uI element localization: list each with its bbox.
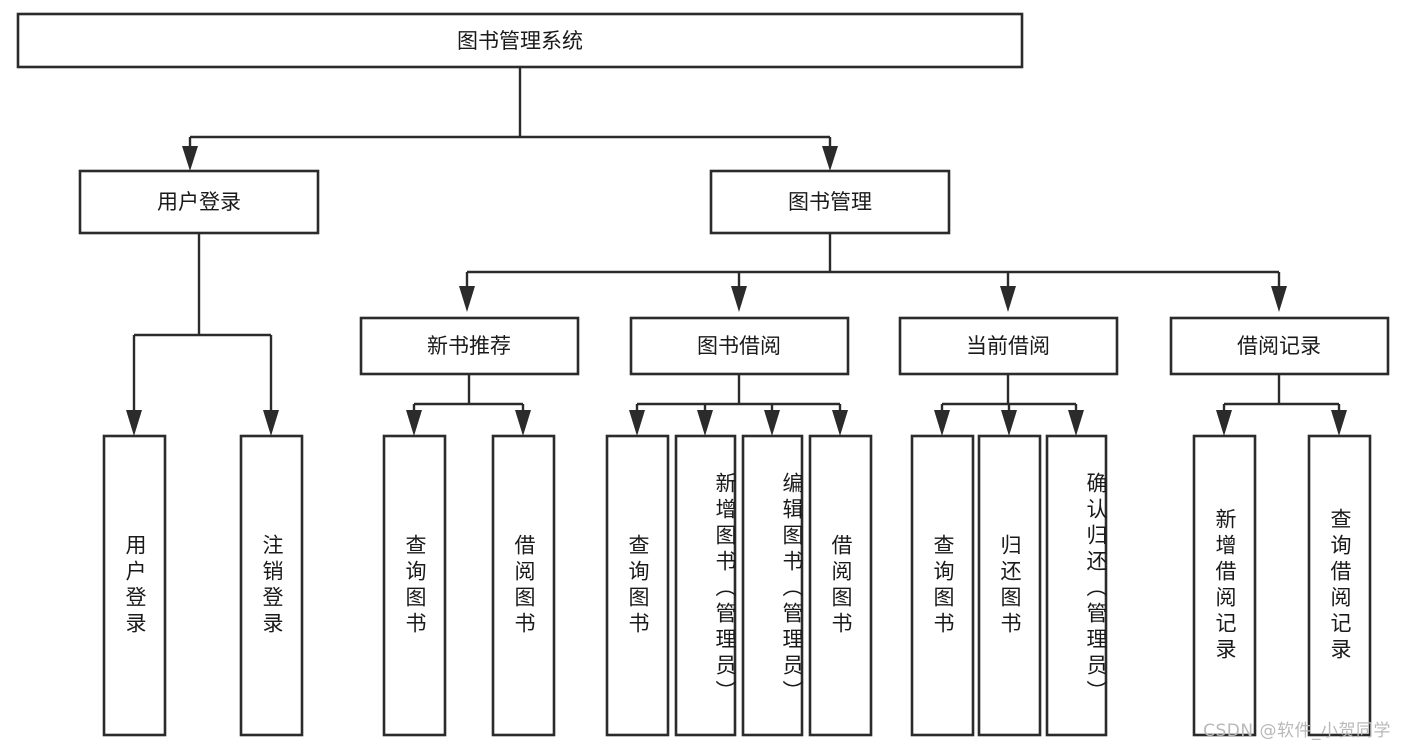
node-root-label: 图书管理系统 xyxy=(457,29,583,53)
node-book-management-rect[interactable] xyxy=(709,169,951,235)
node-borrow-record-rect[interactable] xyxy=(1169,316,1390,376)
arrow-head-br-query xyxy=(1331,410,1347,436)
leaf-group-user-login xyxy=(102,434,304,737)
arrow-head-cb-return xyxy=(1001,410,1017,436)
node-new-book-recommend-label: 新书推荐 xyxy=(427,334,511,358)
leaf-cb-return-rect[interactable] xyxy=(977,434,1042,737)
node-borrow-record[interactable]: 借阅记录 xyxy=(1169,316,1390,376)
node-user-login[interactable]: 用户登录 xyxy=(78,169,320,235)
arrow-head-bb-add xyxy=(697,410,713,436)
leaf-bb-borrow-rect[interactable] xyxy=(808,434,873,737)
connector-group-new-book xyxy=(406,374,531,436)
node-current-borrow-label: 当前借阅 xyxy=(966,334,1050,358)
leaf-cb-query-rect[interactable] xyxy=(910,434,975,737)
arrow-head-bb-edit xyxy=(764,410,780,436)
connector-group-user-login xyxy=(126,233,279,436)
leaf-group-new-book xyxy=(382,434,556,737)
leaf-group-current-borrow xyxy=(910,434,1108,737)
arrow-head-cb-confirm xyxy=(1068,410,1084,436)
leaf-bb-edit-rect[interactable] xyxy=(741,434,804,737)
connector-group-book-borrow xyxy=(629,374,848,436)
node-user-login-label: 用户登录 xyxy=(157,190,241,214)
connector-group-current-borrow xyxy=(934,374,1084,436)
node-book-borrow-label: 图书借阅 xyxy=(697,334,781,358)
arrow-head-br-add xyxy=(1216,410,1232,436)
connector-group-root xyxy=(182,67,838,171)
leaf-logout-rect[interactable] xyxy=(239,434,304,737)
watermark-csdn: CSDN @软件_小贺同学 xyxy=(1203,721,1391,741)
arrow-head-borrow-record xyxy=(1271,286,1287,312)
leaf-nb-borrow-rect[interactable] xyxy=(491,434,556,737)
node-book-management[interactable]: 图书管理 xyxy=(709,169,951,235)
node-root-rect[interactable] xyxy=(16,12,1024,69)
node-borrow-record-label: 借阅记录 xyxy=(1237,334,1321,358)
connector-group-book-mgmt xyxy=(459,233,1287,312)
arrow-head-leaf-logout xyxy=(263,410,279,436)
leaf-cb-confirm-rect[interactable] xyxy=(1045,434,1108,737)
leaf-group-book-borrow xyxy=(605,434,873,737)
leaf-user-login-rect[interactable] xyxy=(102,434,167,737)
arrow-head-book-mgmt xyxy=(822,146,838,171)
leaf-br-add-rect[interactable] xyxy=(1192,434,1257,737)
node-book-borrow[interactable]: 图书借阅 xyxy=(629,316,850,376)
leaf-nb-query-rect[interactable] xyxy=(382,434,447,737)
leaf-bb-query-rect[interactable] xyxy=(605,434,670,737)
node-book-borrow-rect[interactable] xyxy=(629,316,850,376)
node-current-borrow[interactable]: 当前借阅 xyxy=(898,316,1119,376)
leaf-group-borrow-record xyxy=(1192,434,1372,737)
node-user-login-rect[interactable] xyxy=(78,169,320,235)
arrow-head-bb-borrow xyxy=(832,410,848,436)
arrow-head-newbook-query xyxy=(406,410,422,436)
connector-group-borrow-record xyxy=(1216,374,1347,436)
arrow-head-cb-query xyxy=(934,410,950,436)
arrow-head-current-borrow xyxy=(1000,286,1016,312)
arrow-head-user-login xyxy=(182,146,198,171)
arrow-head-book-borrow xyxy=(731,286,747,312)
node-new-book-recommend[interactable]: 新书推荐 xyxy=(359,316,580,376)
node-book-management-label: 图书管理 xyxy=(788,190,872,214)
leaf-br-query-rect[interactable] xyxy=(1307,434,1372,737)
node-root[interactable]: 图书管理系统 xyxy=(16,12,1024,69)
arrow-head-leaf-user-login xyxy=(126,410,142,436)
node-current-borrow-rect[interactable] xyxy=(898,316,1119,376)
leaf-bb-add-rect[interactable] xyxy=(674,434,737,737)
arrow-head-new-book xyxy=(459,286,475,312)
node-new-book-recommend-rect[interactable] xyxy=(359,316,580,376)
arrow-head-newbook-borrow xyxy=(515,410,531,436)
arrow-head-bb-query xyxy=(629,410,645,436)
